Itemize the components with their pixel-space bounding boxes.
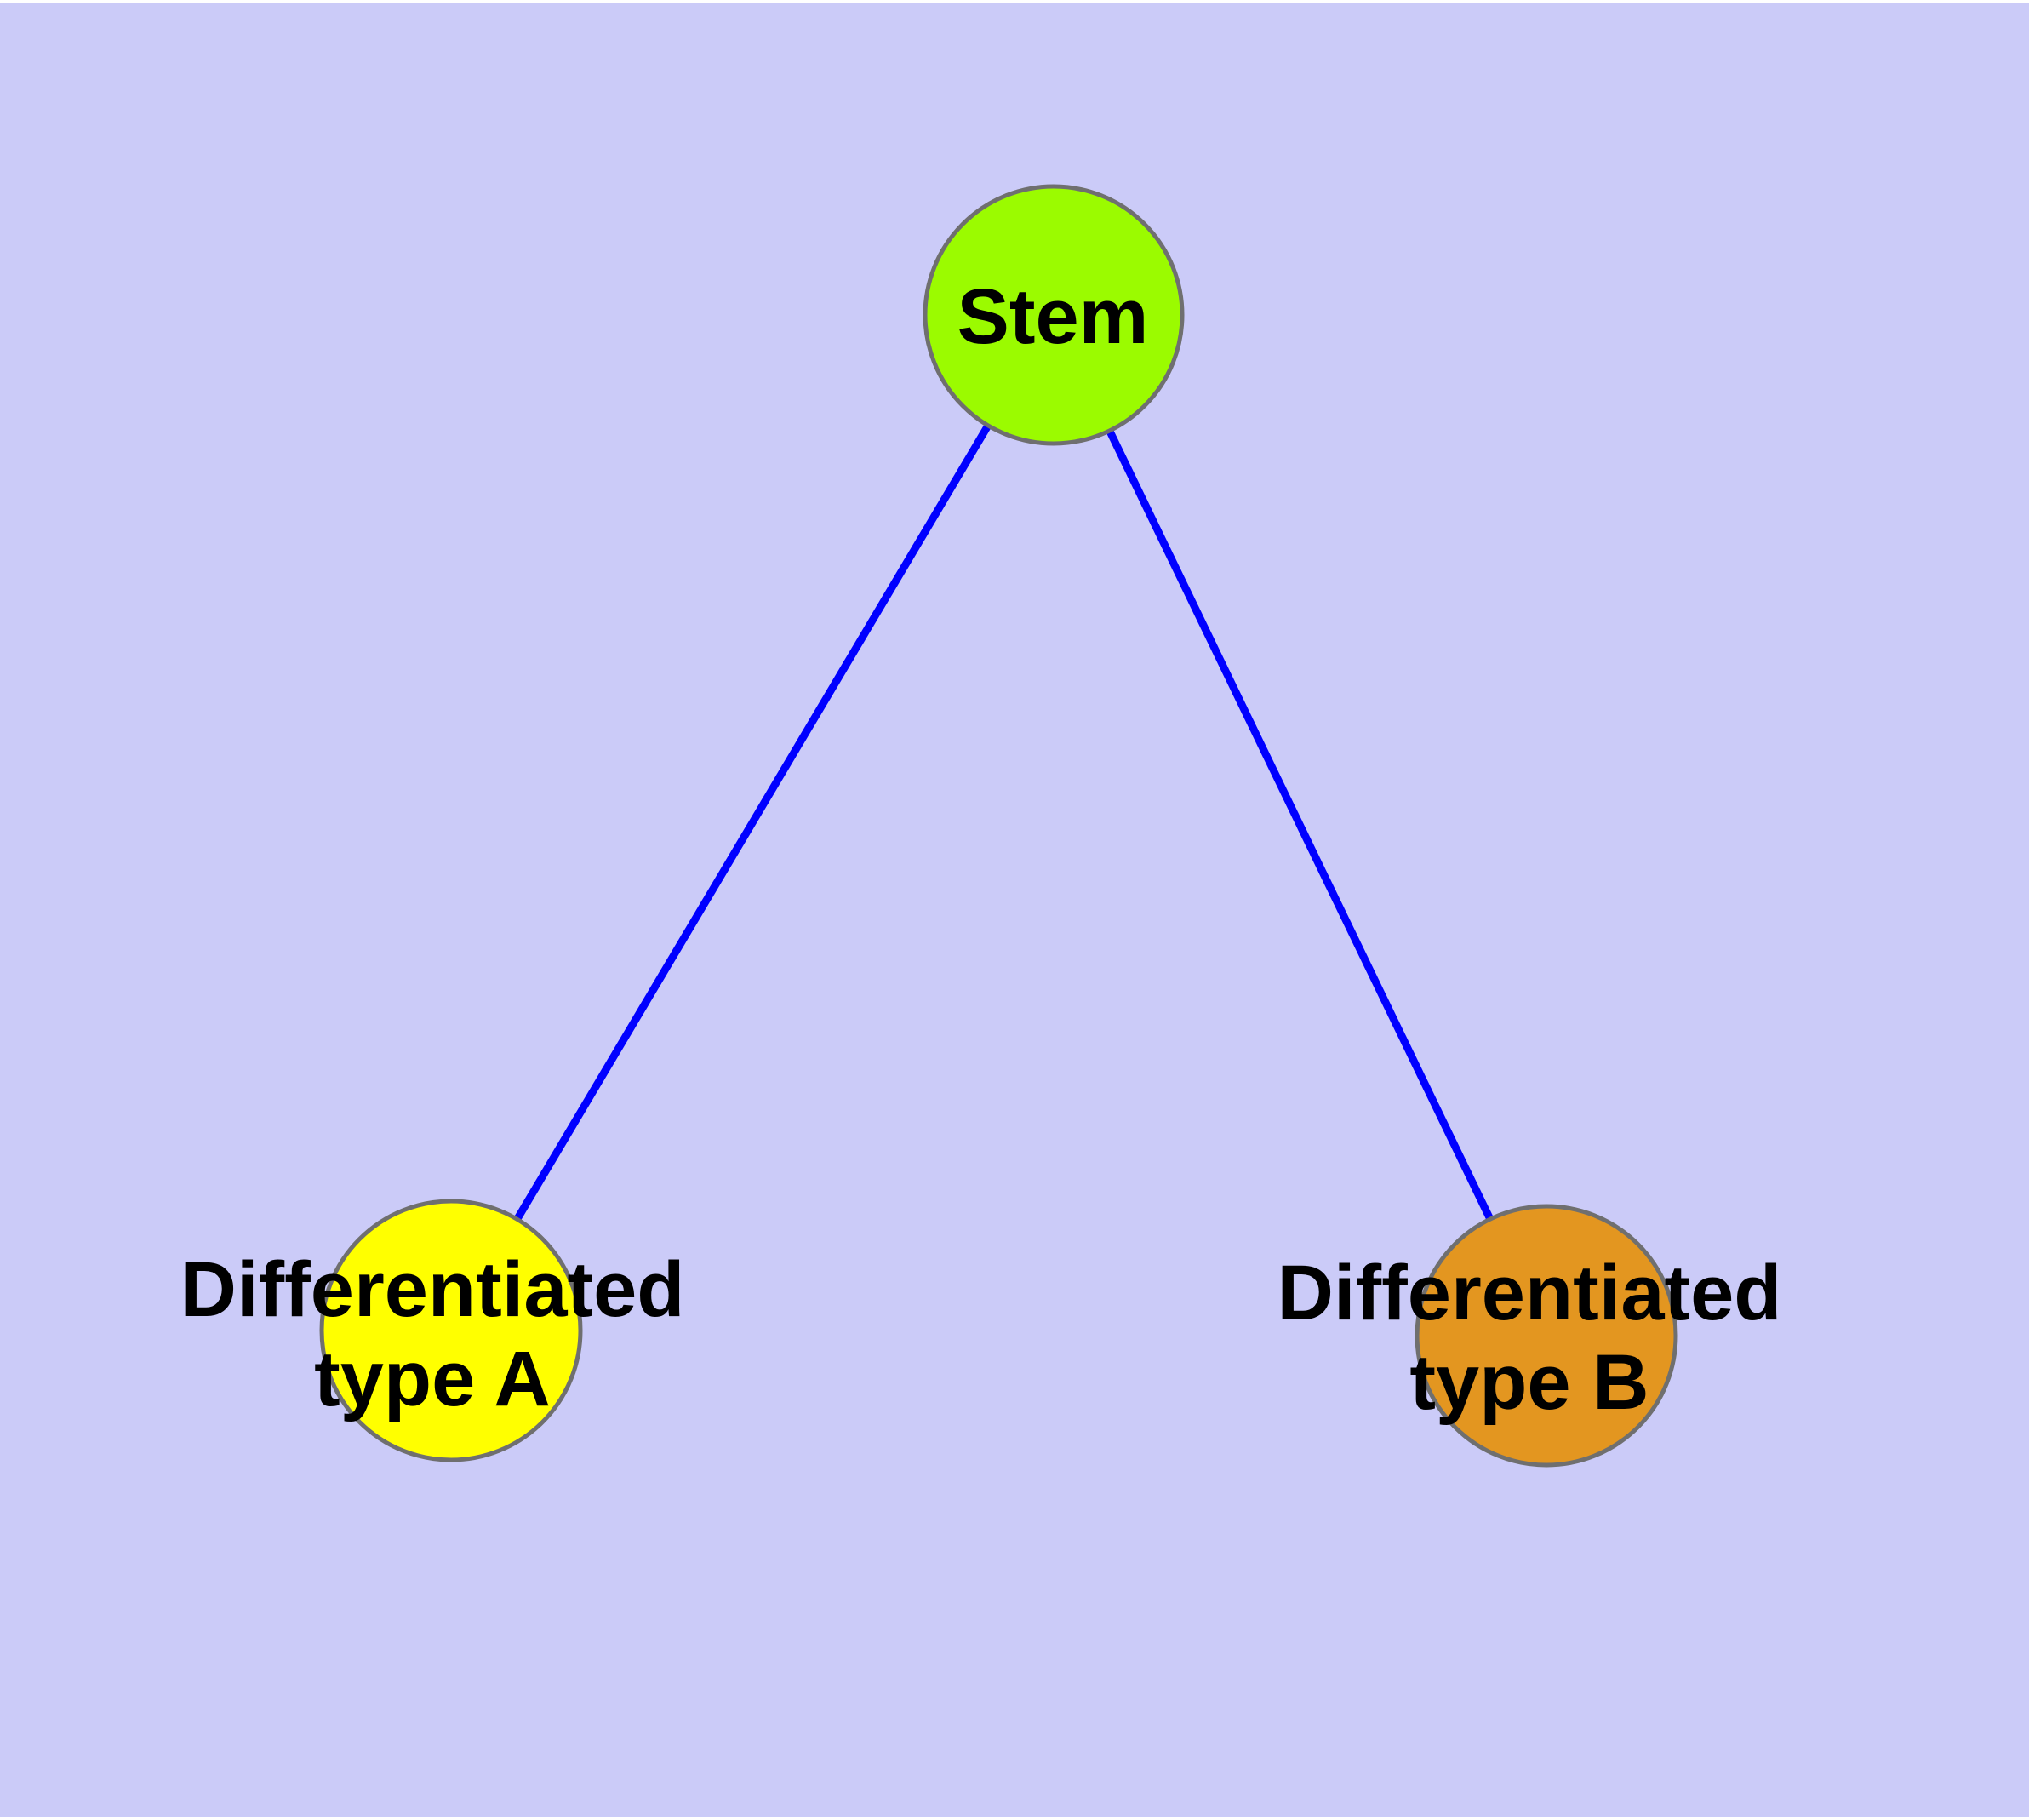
node-differentiated-type-b	[1415, 1204, 1678, 1468]
node-stem-label: Stem	[957, 273, 1149, 360]
edge-stem-to-type-b	[1049, 313, 1551, 1337]
node-differentiated-type-a-label-line2: type A	[314, 1336, 551, 1422]
bottom-border-strip	[0, 1817, 2029, 1820]
edge-stem-to-type-a	[448, 312, 1057, 1333]
top-border-strip	[0, 0, 2029, 3]
node-differentiated-type-b-label-line1: Differentiated	[1277, 1250, 1782, 1336]
node-differentiated-type-a	[319, 1199, 583, 1462]
node-differentiated-type-b-label-line2: type B	[1409, 1339, 1649, 1426]
node-differentiated-type-a-label-line1: Differentiated	[180, 1246, 685, 1333]
node-stem	[923, 184, 1185, 446]
